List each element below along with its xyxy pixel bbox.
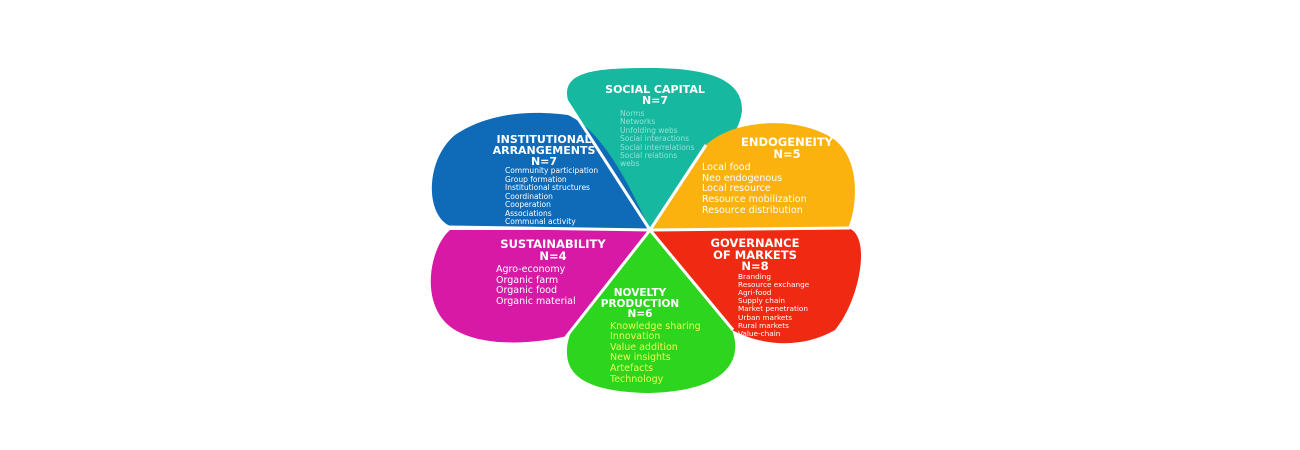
title-line: SUSTAINABILITY [500,237,606,251]
count-label: N=7 [530,155,558,168]
title-line: ARRANGEMENTS [492,144,596,157]
item: Organic material [496,295,576,307]
petal-title: GOVERNANCE OF MARKETS N=8 [700,236,810,273]
count-label: N=4 [539,248,567,263]
petal-social-capital [566,68,742,230]
petal-novelty-production [566,230,736,393]
petal-sustainability [430,230,650,343]
item: Social relations [620,150,678,160]
petal-title: SOCIAL CAPITAL N=7 [580,84,730,106]
petal-title: NOVELTY PRODUCTION N=6 [590,288,690,320]
petal-items: Norms Networks Unfolding webs Social int… [620,109,730,169]
item: Coordination [505,191,553,201]
petal-items: Local food Neo endogenous Local resource… [702,162,842,216]
item: Branding [738,271,772,281]
item: Networks [620,117,656,127]
item: Associations [505,208,552,218]
title-line: OF MARKETS [713,247,797,262]
item: Value-chain [738,329,781,339]
item: Resource distribution [702,204,803,216]
item: Urban markets [738,312,793,322]
item: Innovation [610,331,661,343]
petal-items: Agro-economy Organic farm Organic food O… [496,264,618,308]
petal-label-governance-of-markets: GOVERNANCE OF MARKETS N=8 Branding Resou… [700,236,850,339]
title-line: PRODUCTION [600,297,680,310]
item: Rural markets [738,320,789,330]
item: Local food [702,162,751,173]
title-line: INSTITUTIONAL [496,133,592,146]
item: Resource exchange [738,279,810,289]
item: Agri-food [738,287,772,297]
petal-label-endogeneity: ENDOGENEITY N=5 Local food Neo endogenou… [702,135,842,216]
item: New insights [610,352,671,364]
item: Institutional structures [505,183,590,193]
item: Knowledge sharing [610,320,701,332]
petal-title: ENDOGENEITY N=5 [732,135,842,161]
petal-title: INSTITUTIONAL ARRANGEMENTS N=7 [474,134,614,167]
item: Cooperation [505,200,551,210]
item: Norms [620,109,645,118]
item: Local resource [702,183,771,195]
item: Unfolding webs [620,125,678,135]
petal-items: Community participation Group formation … [505,166,614,227]
item: Supply chain [738,296,785,306]
petal-governance-of-markets [650,228,862,344]
item: webs [620,159,640,169]
title-line: SOCIAL CAPITAL [605,83,705,96]
petal-label-social-capital: SOCIAL CAPITAL N=7 Norms Networks Unfold… [580,84,730,169]
petal-items: Knowledge sharing Innovation Value addit… [610,320,720,386]
count-label: N=8 [741,259,769,273]
count-label: N=5 [773,146,801,161]
item: Social interactions [620,134,690,144]
petal-label-sustainability: SUSTAINABILITY N=4 Agro-economy Organic … [488,237,618,308]
item: Market penetration [738,304,808,314]
item: Agro-economy [496,264,566,275]
petal-institutional-arrangements [431,112,650,230]
petal-label-institutional-arrangements: INSTITUTIONAL ARRANGEMENTS N=7 Community… [474,134,614,227]
item: Communal activity [505,217,576,227]
item: Organic farm [496,274,559,286]
title-line: NOVELTY [613,287,667,299]
petal-separators [447,102,851,338]
item: Community participation [505,166,599,175]
title-line: GOVERNANCE [710,236,800,250]
title-line: ENDOGENEITY [740,135,834,149]
item: Technology [610,373,664,385]
petal-items: Branding Resource exchange Agri-food Sup… [738,271,850,339]
item: Social interrelations [620,142,695,152]
petal-title: SUSTAINABILITY N=4 [488,237,618,263]
petal-endogeneity [650,123,855,230]
count-label: N=6 [627,308,653,320]
item: Neo endogenous [702,172,783,184]
petal-label-novelty-production: NOVELTY PRODUCTION N=6 Knowledge sharing… [590,288,720,385]
item: Resource mobilization [702,193,807,205]
count-label: N=7 [641,94,669,107]
item: Value addition [610,341,678,353]
item: Group formation [505,174,567,184]
item: Artefacts [610,363,654,374]
item: Organic food [496,285,557,297]
